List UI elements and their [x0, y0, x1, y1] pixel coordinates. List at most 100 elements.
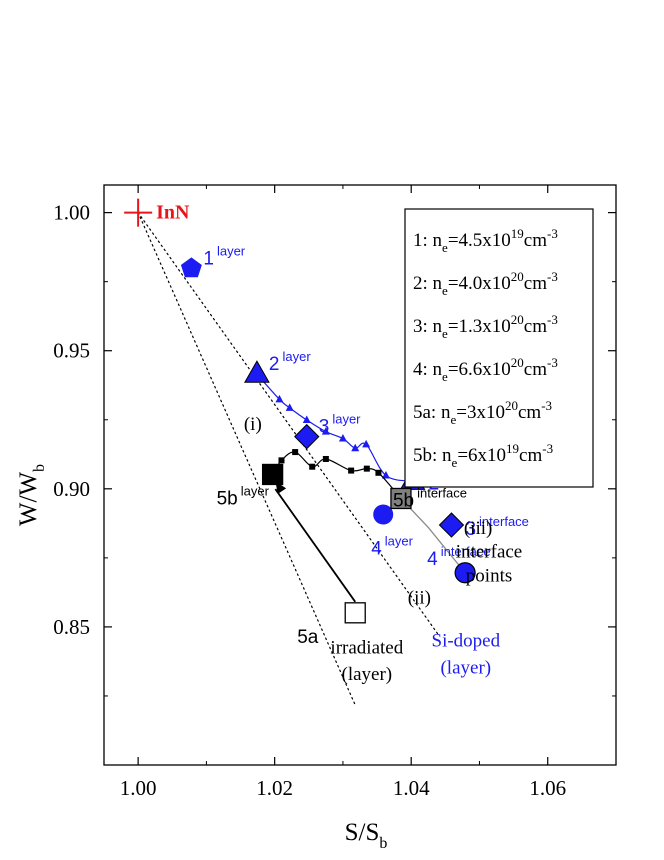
legend-label: 4:	[413, 359, 433, 380]
series-point	[322, 455, 329, 462]
marker-5b-interface	[390, 487, 412, 510]
legend-sub: e	[442, 326, 448, 341]
point-label-sup: layer	[282, 349, 311, 364]
legend-entry: 5a: ne=3x1020cm-3	[413, 398, 552, 427]
marker-5b-layer	[261, 463, 284, 486]
legend-sub: e	[452, 455, 458, 470]
series-point	[338, 434, 347, 442]
point-label-sup: layer	[241, 483, 270, 498]
y-axis-label-main: W/W	[15, 472, 42, 527]
point-label-number: 5b	[217, 488, 238, 509]
legend-value: =1.3x10	[448, 316, 511, 337]
legend-unit: cm	[518, 402, 541, 423]
x-tick-label: 1.06	[529, 776, 566, 800]
legend-label: 5a:	[413, 402, 441, 423]
legend-sub: e	[450, 412, 456, 427]
y-axis-label: W/Wb	[15, 464, 48, 526]
y-tick-label: 0.90	[53, 477, 90, 501]
annotation: irradiated	[330, 637, 403, 658]
point-label-number: 3	[319, 417, 330, 438]
legend-entry: 4: ne=6.6x1020cm-3	[413, 355, 558, 384]
series-point	[278, 457, 285, 464]
legend-box	[404, 208, 594, 488]
legend-unit-exp: -3	[542, 441, 553, 456]
point-label-number: 5a	[297, 627, 319, 648]
series-line-1	[256, 373, 413, 482]
dotted-line-1	[137, 212, 356, 706]
point-label-number: 1	[203, 248, 214, 269]
y-axis-label-sub: b	[31, 464, 48, 472]
legend-exp: 20	[511, 312, 524, 327]
series-point	[375, 469, 382, 476]
point-label-sup: layer	[217, 243, 246, 258]
annotation: (layer)	[342, 664, 393, 685]
point-label-5a: 5a	[297, 627, 319, 648]
legend-label: 5b:	[413, 445, 442, 466]
inn-label: InN	[156, 202, 190, 224]
legend-unit-exp: -3	[547, 226, 558, 241]
legend-sub: e	[442, 369, 448, 384]
legend-exp: 19	[506, 441, 519, 456]
legend-symbol: n	[433, 316, 443, 337]
x-tick-label: 1.04	[393, 776, 430, 800]
annotation: interface	[456, 541, 522, 562]
point-label-sup: layer	[332, 412, 361, 427]
legend-unit-exp: -3	[547, 312, 558, 327]
annotation: (iii)	[464, 518, 493, 539]
legend-symbol: n	[433, 273, 443, 294]
legend-entry: 3: ne=1.3x1020cm-3	[413, 312, 558, 341]
series-point	[309, 463, 316, 470]
legend-exp: 20	[511, 269, 524, 284]
legend-value: =6.6x10	[448, 359, 511, 380]
legend-value: =3x10	[456, 402, 505, 423]
x-tick-label: 1.02	[256, 776, 293, 800]
y-tick-label: 1.00	[53, 201, 90, 225]
legend-label: 3:	[413, 316, 433, 337]
marker-2-layer	[244, 360, 270, 383]
legend-symbol: n	[441, 402, 451, 423]
y-tick-label: 0.95	[53, 339, 90, 363]
legend-unit-exp: -3	[541, 398, 552, 413]
series-point	[275, 394, 284, 403]
legend-entry: 2: ne=4.0x1020cm-3	[413, 269, 558, 298]
legend-symbol: n	[433, 230, 443, 251]
series-line-2	[272, 451, 402, 499]
point-label-sup: layer	[385, 533, 414, 548]
annotation: points	[466, 566, 512, 587]
point-label-sup: interface	[417, 485, 467, 500]
series-point	[363, 465, 370, 472]
marker-3-layer	[294, 423, 320, 450]
annotation: Si-doped	[432, 631, 501, 652]
legend-unit: cm	[524, 230, 547, 251]
legend-symbol: n	[442, 445, 452, 466]
point-label-number: 3	[465, 519, 476, 540]
legend-value: =4.0x10	[448, 273, 511, 294]
legend-exp: 20	[505, 398, 518, 413]
dotted-line-2	[137, 212, 440, 636]
x-axis-label: S/Sb	[345, 819, 388, 852]
y-tick-label: 0.85	[53, 615, 90, 639]
legend-entry: 1: ne=4.5x1019cm-3	[413, 226, 558, 255]
legend-unit-exp: -3	[547, 355, 558, 370]
marker-4-interface	[454, 562, 476, 584]
legend: 1: ne=4.5x1019cm-32: ne=4.0x1020cm-33: n…	[404, 208, 594, 488]
series-point	[321, 427, 330, 435]
legend-label: 2:	[413, 273, 433, 294]
x-axis-label-sub: b	[379, 835, 387, 852]
annotation: (ii)	[408, 587, 431, 608]
point-label-number: 4	[427, 549, 438, 570]
annotation: (layer)	[440, 658, 491, 679]
point-label-sup: interface	[441, 544, 491, 559]
legend-label: 1:	[413, 230, 433, 251]
annotation: (i)	[244, 414, 262, 435]
point-label-sup: interface	[479, 514, 529, 529]
series-point	[292, 449, 299, 456]
